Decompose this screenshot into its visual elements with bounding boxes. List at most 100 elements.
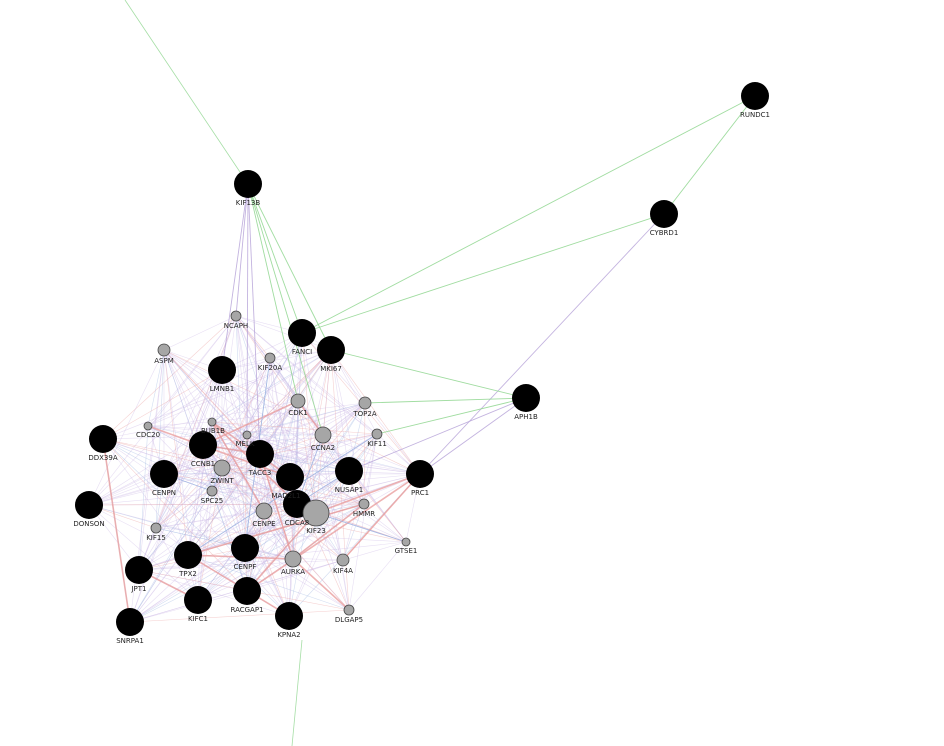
mesh-edge xyxy=(364,402,421,475)
mesh-edge xyxy=(322,434,407,543)
node-zwint[interactable] xyxy=(213,459,231,477)
node-label-mad2l1: MAD2L1 xyxy=(271,492,300,500)
mesh-edge xyxy=(147,425,421,475)
mesh-edge xyxy=(330,349,421,475)
node-melk[interactable] xyxy=(242,430,252,440)
node-kif23[interactable] xyxy=(302,499,330,527)
edge-kif13b-melk xyxy=(246,183,249,436)
node-aurka[interactable] xyxy=(284,550,302,568)
node-dlgap5[interactable] xyxy=(343,604,355,616)
mesh-edge xyxy=(187,369,223,556)
node-kif11[interactable] xyxy=(371,428,383,440)
mesh-edge xyxy=(263,470,350,512)
edge-kif13b-lmnb1 xyxy=(221,183,249,371)
node-lmnb1[interactable] xyxy=(208,356,236,384)
node-tacc3[interactable] xyxy=(246,440,274,468)
edge-aph1b-top2a xyxy=(364,397,527,404)
label-layer: RUNDC1CYBRD1KIF13BAPH1BNCAPHFANCIMKI67AS… xyxy=(73,111,770,645)
mesh-edge xyxy=(292,433,378,560)
mesh-edge xyxy=(163,315,237,475)
mesh-edge xyxy=(235,315,378,435)
mesh-edge xyxy=(88,504,294,560)
node-kifc1[interactable] xyxy=(184,586,212,614)
mesh-edge xyxy=(155,510,265,529)
mesh-edge xyxy=(211,490,248,592)
mesh-edge xyxy=(147,369,223,427)
node-racgap1[interactable] xyxy=(233,577,261,605)
node-ddx39a[interactable] xyxy=(89,425,117,453)
mesh-edge xyxy=(235,315,332,351)
mesh-edge xyxy=(322,402,366,436)
mesh-edge xyxy=(211,421,246,549)
mesh-edge xyxy=(235,315,261,455)
node-snrpa1[interactable] xyxy=(116,608,144,636)
node-cdc20[interactable] xyxy=(143,421,153,431)
mesh-edge xyxy=(211,433,378,492)
node-cdk1[interactable] xyxy=(290,393,306,409)
node-ccna2[interactable] xyxy=(314,426,332,444)
node-kif4a[interactable] xyxy=(336,553,350,567)
node-cenpe[interactable] xyxy=(255,502,273,520)
mesh-edge xyxy=(288,470,350,617)
mesh-edge xyxy=(259,402,366,455)
node-cenpn[interactable] xyxy=(150,460,178,488)
node-aspm[interactable] xyxy=(157,343,171,357)
node-kif15[interactable] xyxy=(150,522,162,534)
node-ccnb1[interactable] xyxy=(189,431,217,459)
node-kif13b[interactable] xyxy=(234,170,262,198)
node-tpx2[interactable] xyxy=(174,541,202,569)
node-layer xyxy=(75,82,769,636)
node-kif20a[interactable] xyxy=(264,352,276,364)
mesh-edge xyxy=(102,438,407,543)
edge-kif13b-cdk1 xyxy=(247,183,299,402)
edge-aph1b-nusap1 xyxy=(348,397,527,472)
node-fanci[interactable] xyxy=(288,319,316,347)
mesh-edge xyxy=(187,444,204,556)
node-mad2l1[interactable] xyxy=(276,463,304,491)
node-nusap1[interactable] xyxy=(335,457,363,485)
mesh-edge xyxy=(88,349,332,506)
node-prc1[interactable] xyxy=(406,460,434,488)
mesh-edge xyxy=(301,332,317,514)
mesh-edge xyxy=(235,315,248,436)
node-kpna2[interactable] xyxy=(275,602,303,630)
mesh-edge xyxy=(88,504,199,601)
mesh-edge xyxy=(292,349,332,560)
mesh-edge xyxy=(269,357,299,402)
mesh-edge xyxy=(348,470,407,543)
node-top2a[interactable] xyxy=(358,396,372,410)
node-ncaph[interactable] xyxy=(230,310,242,322)
mesh-edge xyxy=(246,402,366,436)
node-mki67[interactable] xyxy=(317,336,345,364)
node-label-cybrd1: CYBRD1 xyxy=(650,229,679,237)
mesh-edge xyxy=(129,547,246,623)
edge-kif13b-fanci xyxy=(247,183,303,334)
node-bub1b[interactable] xyxy=(207,417,217,427)
mesh-edge xyxy=(88,504,246,549)
node-donson[interactable] xyxy=(75,491,103,519)
mesh-edge xyxy=(163,349,350,472)
node-hmmr[interactable] xyxy=(358,498,370,510)
node-cenpf[interactable] xyxy=(231,534,259,562)
node-rundc1[interactable] xyxy=(741,82,769,110)
node-aph1b[interactable] xyxy=(512,384,540,412)
node-label-fanci: FANCI xyxy=(292,348,312,356)
mesh-edge xyxy=(138,569,248,592)
node-jpt1[interactable] xyxy=(125,556,153,584)
edge-kif11-tpx2 xyxy=(187,433,378,556)
node-gtse1[interactable] xyxy=(401,537,411,547)
node-cybrd1[interactable] xyxy=(650,200,678,228)
mesh-edge xyxy=(155,527,246,549)
mesh-edge xyxy=(88,433,378,506)
mesh-edge xyxy=(138,369,223,571)
mesh-edge xyxy=(211,402,366,492)
mesh-edge xyxy=(147,349,165,427)
node-label-hmmr: HMMR xyxy=(353,510,375,518)
edge-kif23-racgap1 xyxy=(246,512,317,592)
mesh-edge xyxy=(235,315,271,359)
mesh-edge xyxy=(138,558,294,571)
mesh-edge xyxy=(197,512,317,601)
node-spc25[interactable] xyxy=(206,485,218,497)
mesh-edge xyxy=(187,510,265,556)
mesh-edge xyxy=(138,467,223,571)
